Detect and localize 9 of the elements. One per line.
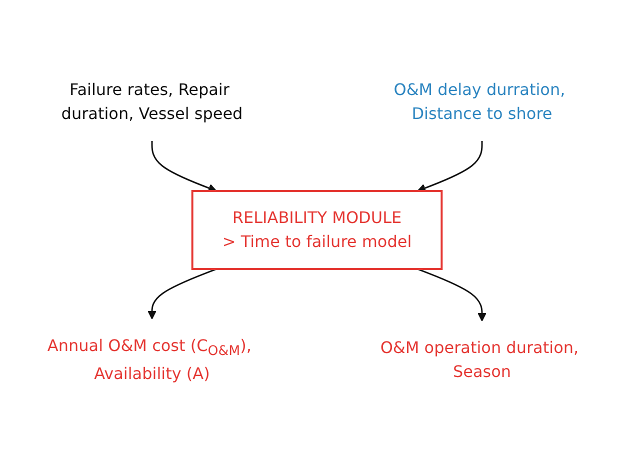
arrow bbox=[416, 141, 482, 193]
arrow bbox=[147, 268, 216, 320]
node-text: Annual O&M cost (C$_{O&M}$), Availability (A) bbox=[46, 336, 251, 384]
node-text: Failure rates, Repair duration, Vessel speed bbox=[60, 80, 242, 124]
arrow bbox=[150, 141, 216, 193]
node-box: RELIABILITY MODULE > Time to failure model bbox=[190, 190, 442, 270]
arrow bbox=[416, 268, 486, 322]
node-text: O&M delay durration, Distance to shore bbox=[393, 80, 565, 124]
node-text: O&M operation duration, Season bbox=[380, 338, 578, 382]
